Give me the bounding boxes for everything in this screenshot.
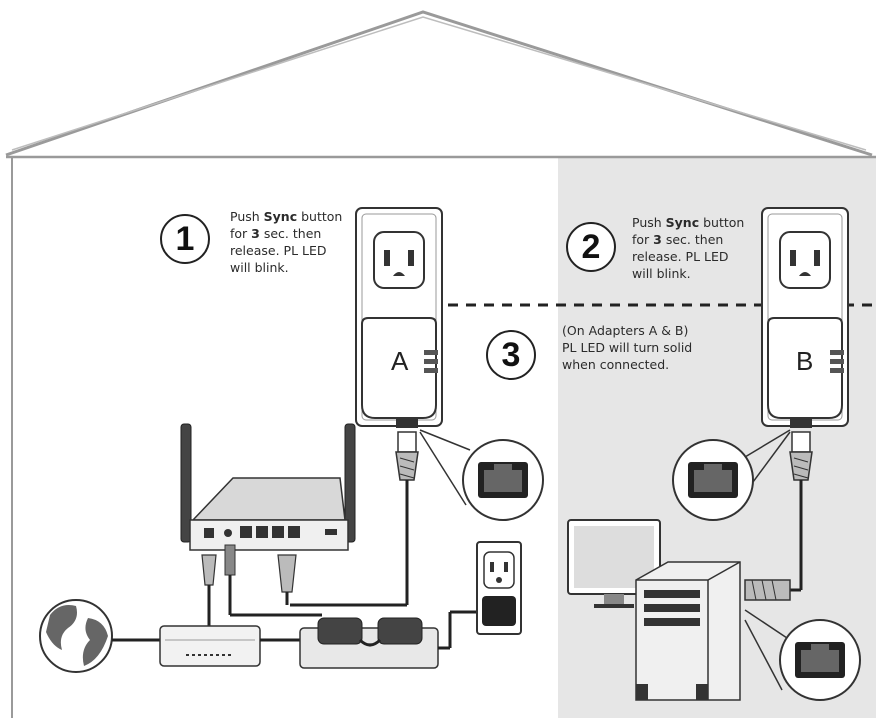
adapter-b-label: B	[796, 346, 814, 376]
step-1-line-2: for 3 sec. then	[230, 226, 322, 241]
power-strip	[299, 610, 485, 669]
step-3-line-3: when connected.	[562, 357, 670, 372]
desktop-computer	[567, 519, 741, 701]
step-2-line-4: will blink.	[632, 266, 691, 281]
powerline-adapter-a	[355, 207, 443, 428]
step-3-number: 3	[486, 330, 536, 380]
step-1-line-1: Push Sync button	[230, 209, 343, 224]
step-1-instructions: Push Sync button for 3 sec. then release…	[230, 208, 342, 276]
wall-outlet	[476, 541, 522, 635]
step-2-line-1: Push Sync button	[632, 215, 745, 230]
router-cables	[201, 544, 322, 640]
adapter-a-label: A	[391, 346, 409, 376]
step-2-number: 2	[566, 222, 616, 272]
ethernet-port-zoom-b	[672, 429, 791, 521]
step-2-line-2: for 3 sec. then	[632, 232, 724, 247]
ethernet-port-zoom-pc	[744, 609, 861, 701]
step-3-line-1: (On Adapters A & B)	[562, 323, 689, 338]
ethernet-port-zoom-a	[419, 429, 544, 521]
step-1-line-4: will blink.	[230, 260, 289, 275]
ethernet-cable-a	[290, 431, 419, 607]
step-1-number: 1	[160, 214, 210, 264]
step-2-line-3: release. PL LED	[632, 249, 729, 264]
ethernet-cable-b	[744, 431, 813, 601]
step-3-instructions: (On Adapters A & B) PL LED will turn sol…	[562, 322, 692, 373]
step-1-line-3: release. PL LED	[230, 243, 327, 258]
step-3-line-2: PL LED will turn solid	[562, 340, 693, 355]
internet-globe-icon	[39, 599, 160, 673]
step-2-instructions: Push Sync button for 3 sec. then release…	[632, 214, 744, 282]
powerline-adapter-b	[761, 207, 849, 428]
wireless-router	[180, 423, 356, 551]
modem	[159, 625, 300, 667]
house-roof	[5, 10, 876, 159]
